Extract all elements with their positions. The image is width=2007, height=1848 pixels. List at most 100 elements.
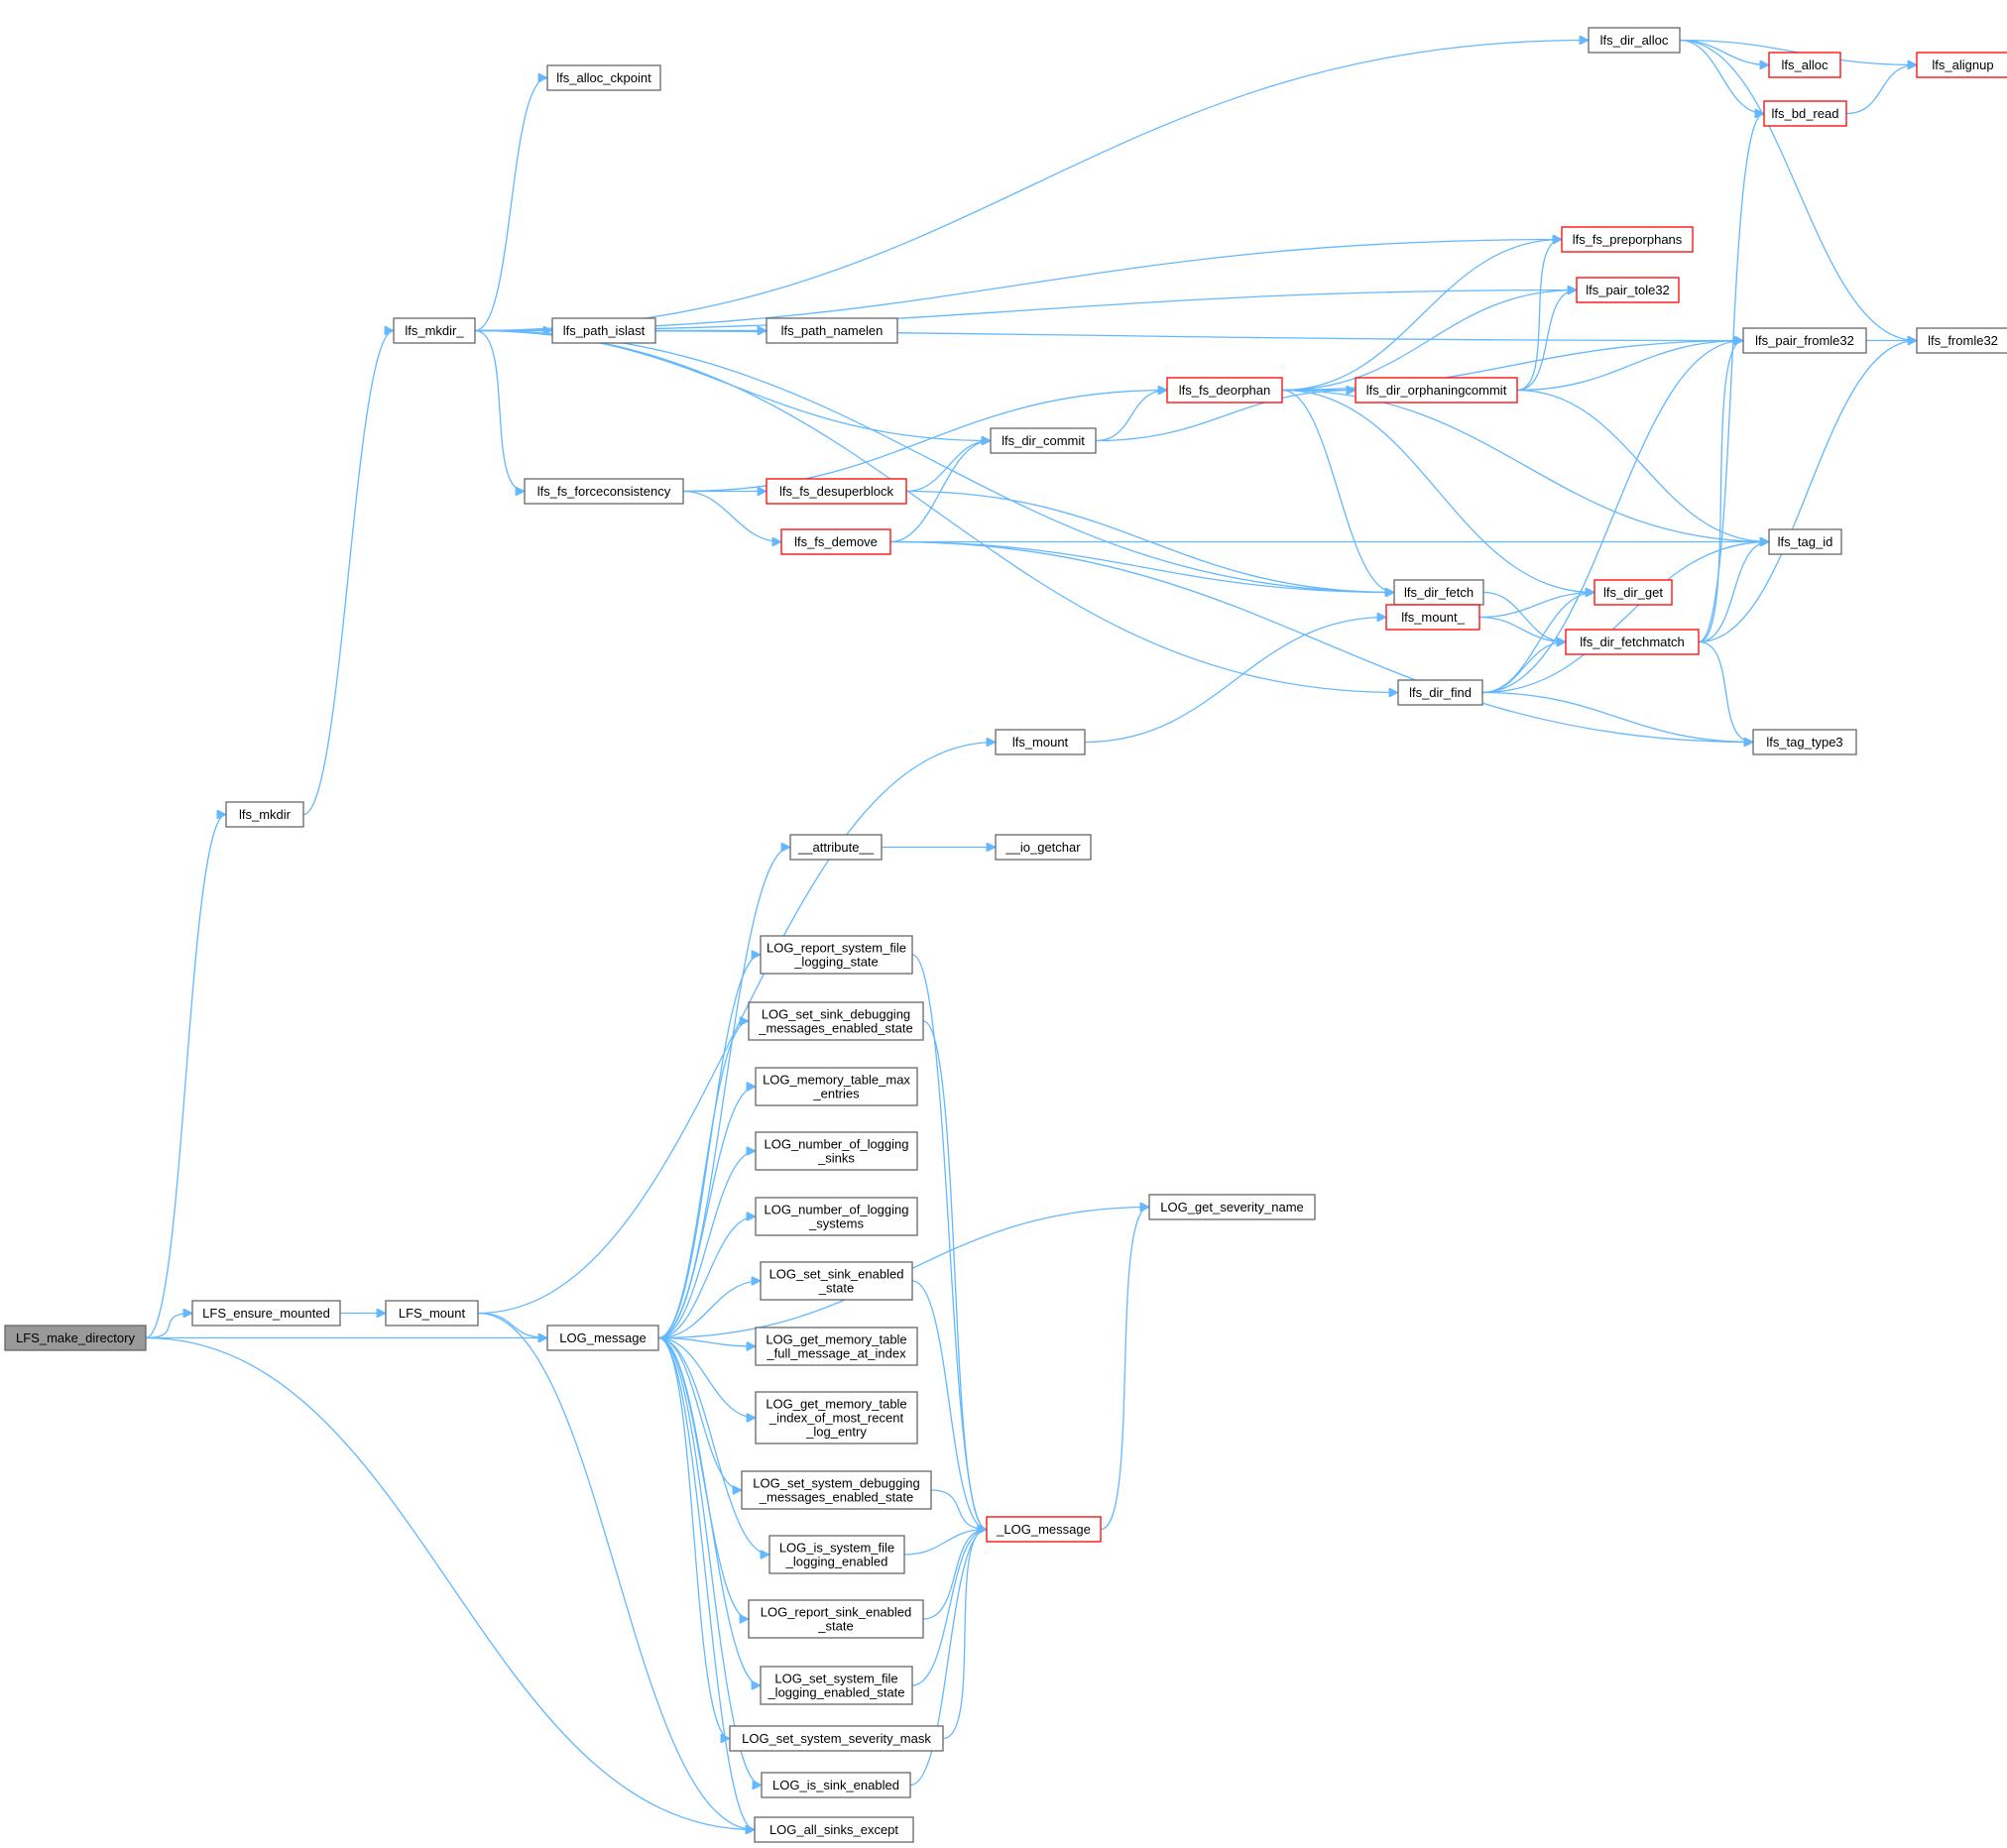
node-lfs-path-namelen[interactable]: lfs_path_namelen (766, 317, 898, 344)
node-LOG-set-system-debugging-messages-enabled-state[interactable]: LOG_set_system_debugging_messages_enable… (741, 1470, 932, 1510)
call-edge (302, 331, 394, 816)
node-LOG-memory-table-max-entries[interactable]: LOG_memory_table_max_entries (755, 1067, 918, 1106)
call-edge (930, 1489, 987, 1530)
node-lfs-dir-fetch[interactable]: lfs_dir_fetch (1393, 579, 1484, 606)
call-edge (474, 329, 525, 492)
node-label-line: LOG_set_system_severity_mask (742, 1731, 931, 1746)
edge-path (1698, 341, 1743, 643)
node-LFS-ensure-mounted[interactable]: LFS_ensure_mounted (191, 1300, 341, 1327)
node-LFS-mount[interactable]: LFS_mount (385, 1300, 479, 1327)
call-edge (474, 41, 1589, 332)
node-box (1565, 629, 1700, 655)
call-edge (1481, 341, 1743, 694)
edge-path (145, 815, 226, 1339)
node-lfs-dir-fetchmatch[interactable]: lfs_dir_fetchmatch (1565, 629, 1700, 655)
node-label-line: lfs_dir_find (1409, 685, 1472, 700)
node-lfs-fromle32[interactable]: lfs_fromle32 (1916, 327, 2007, 354)
edge-path (1698, 114, 1764, 643)
node-lfs-mkdir-internal[interactable]: lfs_mkdir_ (393, 317, 476, 344)
node-label-line: lfs_path_islast (563, 323, 646, 338)
node-lfs-dir-commit[interactable]: lfs_dir_commit (990, 427, 1097, 454)
node-LOG-all-sinks-except[interactable]: LOG_all_sinks_except (754, 1816, 914, 1843)
node-LOG-set-system-file-logging-enabled-state[interactable]: LOG_set_system_file_logging_enabled_stat… (760, 1666, 913, 1705)
node-LOG-is-system-file-logging-enabled[interactable]: LOG_is_system_file_logging_enabled (768, 1535, 905, 1574)
call-edge (145, 1336, 755, 1830)
node-LOG-set-sink-debugging-messages-enabled-state[interactable]: LOG_set_sink_debugging_messages_enabled_… (748, 1001, 924, 1041)
node-lfs-fs-preporphans[interactable]: lfs_fs_preporphans (1561, 226, 1694, 253)
node-LOG-get-memory-table-index-of-most-recent-log-entry[interactable]: LOG_get_memory_table_index_of_most_recen… (755, 1391, 918, 1444)
node-LOG-is-sink-enabled[interactable]: LOG_is_sink_enabled (761, 1772, 911, 1798)
node-label-line: lfs_fs_desuperblock (779, 484, 893, 499)
node-label-line: lfs_alignup (1932, 58, 1993, 72)
edge-path (903, 1530, 987, 1556)
node-LOG-number-of-logging-sinks[interactable]: LOG_number_of_logging_sinks (755, 1131, 918, 1171)
node-label: LFS_make_directory (16, 1330, 135, 1345)
node-box (760, 1666, 913, 1705)
edge-path (1679, 39, 1764, 114)
node-label: LOG_all_sinks_except (769, 1822, 898, 1837)
call-edge (657, 1281, 761, 1339)
node-lfs-fs-forceconsistency[interactable]: lfs_fs_forceconsistency (524, 478, 684, 505)
node-lfs-mount[interactable]: lfs_mount (995, 729, 1086, 755)
call-edge (657, 1151, 756, 1339)
node-lfs-mkdir[interactable]: lfs_mkdir (225, 801, 304, 828)
node-label-line: LOG_is_sink_enabled (772, 1778, 899, 1792)
node-lfs-alloc-ckpoint[interactable]: lfs_alloc_ckpoint (546, 64, 661, 91)
node-label: lfs_mount_ (1401, 610, 1465, 625)
call-edge (1084, 618, 1386, 744)
node-lfs-pair-tole32[interactable]: lfs_pair_tole32 (1576, 277, 1680, 303)
node-label: lfs_path_namelen (781, 323, 884, 338)
node-label-line: LFS_ensure_mounted (202, 1306, 330, 1321)
node-label-line: lfs_path_namelen (781, 323, 884, 338)
call-edge (1281, 290, 1577, 392)
node-box (748, 1001, 924, 1041)
node-label: lfs_tag_type3 (1766, 735, 1842, 750)
node-lfs-tag-type3[interactable]: lfs_tag_type3 (1752, 729, 1857, 755)
node-label: LOG_is_system_file_logging_enabled (779, 1541, 894, 1569)
node-lfs-tag-id[interactable]: lfs_tag_id (1768, 528, 1842, 555)
node-box (755, 1327, 918, 1366)
node-lfs-dir-alloc[interactable]: lfs_dir_alloc (1588, 27, 1681, 54)
node-LOG-message[interactable]: LOG_message (546, 1325, 659, 1351)
node-lfs-fs-desuperblock[interactable]: lfs_fs_desuperblock (766, 478, 907, 505)
node-LOG-set-sink-enabled-state[interactable]: LOG_set_sink_enabled_state (760, 1261, 913, 1301)
node-LOG-get-severity-name[interactable]: LOG_get_severity_name (1148, 1194, 1316, 1220)
node-lfs-dir-find[interactable]: lfs_dir_find (1397, 679, 1483, 706)
call-edge (477, 743, 996, 1315)
node-box (789, 834, 883, 861)
node-box (1576, 277, 1680, 303)
node-lfs-path-islast[interactable]: lfs_path_islast (551, 317, 656, 344)
edge-path (1095, 391, 1356, 442)
node-label: lfs_mount (1012, 735, 1069, 750)
call-edge (1698, 341, 1743, 643)
node-lfs-dir-orphaningcommit[interactable]: lfs_dir_orphaningcommit (1355, 377, 1518, 404)
node-io-getchar[interactable]: __io_getchar (995, 834, 1092, 861)
node-LOG-report-system-file-logging-state[interactable]: LOG_report_system_file_logging_state (760, 935, 913, 975)
node-lfs-alignup[interactable]: lfs_alignup (1916, 52, 2007, 78)
node-lfs-fs-demove[interactable]: lfs_fs_demove (780, 528, 891, 555)
node-lfs-bd-read[interactable]: lfs_bd_read (1763, 100, 1847, 127)
node-LFS-make-directory[interactable]: LFS_make_directory (4, 1325, 147, 1351)
node-LOG-get-memory-table-full-message-at-index[interactable]: LOG_get_memory_table_full_message_at_ind… (755, 1327, 918, 1366)
call-edge (1516, 240, 1562, 392)
call-edge (474, 329, 1394, 593)
node-LOG-number-of-logging-systems[interactable]: LOG_number_of_logging_systems (755, 1197, 918, 1236)
node-LOG-report-sink-enabled-state[interactable]: LOG_report_sink_enabled_state (748, 1599, 924, 1639)
edge-path (657, 1216, 756, 1339)
node-LOG-message-internal[interactable]: _LOG_message (986, 1516, 1102, 1543)
node-lfs-alloc[interactable]: lfs_alloc (1768, 52, 1841, 78)
node-label: LOG_set_sink_enabled_state (769, 1267, 904, 1296)
call-edge (922, 1020, 987, 1530)
node-box (754, 1816, 914, 1843)
node-lfs-dir-get[interactable]: lfs_dir_get (1594, 579, 1673, 606)
node-attribute[interactable]: __attribute__ (789, 834, 883, 861)
node-lfs-pair-fromle32[interactable]: lfs_pair_fromle32 (1742, 327, 1867, 354)
edge-path (657, 1336, 762, 1786)
node-layer: LFS_make_directory lfs_mkdir LFS_ensure_… (4, 27, 2007, 1843)
node-lfs-mount-internal[interactable]: lfs_mount_ (1385, 604, 1480, 631)
node-box (755, 1391, 918, 1444)
node-lfs-fs-deorphan[interactable]: lfs_fs_deorphan (1166, 377, 1283, 404)
call-edge (889, 441, 991, 543)
node-LOG-set-system-severity-mask[interactable]: LOG_set_system_severity_mask (729, 1725, 944, 1752)
call-edge (657, 1336, 742, 1491)
